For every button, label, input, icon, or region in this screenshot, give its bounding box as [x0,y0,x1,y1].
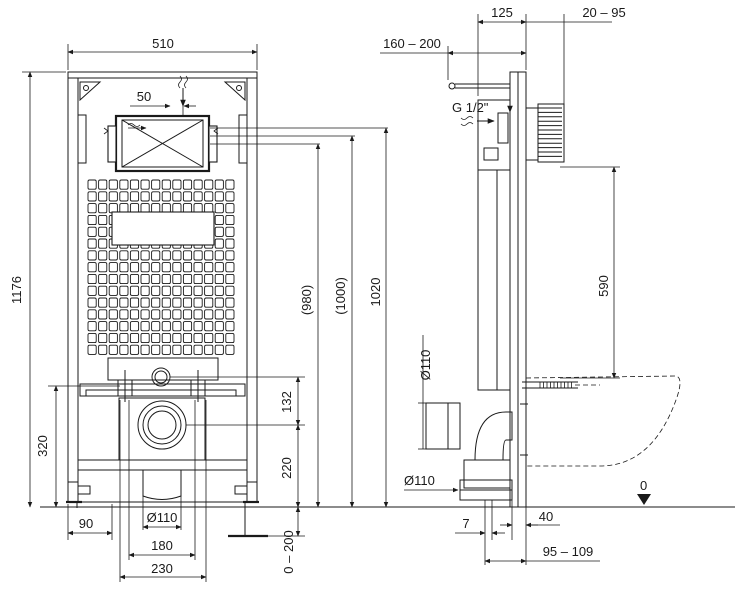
dim-980: (980) [299,285,314,315]
dim-1000: (1000) [333,277,348,315]
label-water-inlet: G 1/2" [452,100,489,115]
front-view [66,71,268,538]
dim-20-95: 20 – 95 [582,5,625,20]
dim-230: 230 [151,561,173,576]
dim-50: 50 [137,89,151,104]
dim-160-200: 160 – 200 [383,36,441,51]
bracket-top-right [223,81,246,102]
tile-grid [87,179,235,355]
dim-1176: 1176 [9,276,24,304]
dim-7: 7 [462,516,469,531]
dim-180: 180 [151,538,173,553]
dim-1020: 1020 [368,278,383,307]
dim-40: 40 [539,509,553,524]
dim-132: 132 [279,391,294,413]
dim-125: 125 [491,5,513,20]
bracket-top-left [79,81,102,102]
frame-top-rail [67,71,258,79]
dim-90: 90 [79,516,93,531]
dim-0-200: 0 – 200 [281,530,296,573]
flush-plate-ribs [537,103,565,163]
side-view: G 1/2" [425,71,681,508]
flush-plate-opening [111,211,215,246]
dim-510: 510 [152,36,174,51]
toilet-bowl-outline [525,375,681,467]
dim-220: 220 [279,457,294,479]
dim-320: 320 [35,435,50,457]
label-floor-level: 0 [640,478,647,493]
dim-590: 590 [596,275,611,297]
dim-dia110-front: Ø110 [147,510,178,525]
dim-dia110-drain: Ø110 [404,473,435,488]
dim-95-109: 95 – 109 [543,544,594,559]
dim-dia110-side-outlet: Ø110 [418,350,433,381]
